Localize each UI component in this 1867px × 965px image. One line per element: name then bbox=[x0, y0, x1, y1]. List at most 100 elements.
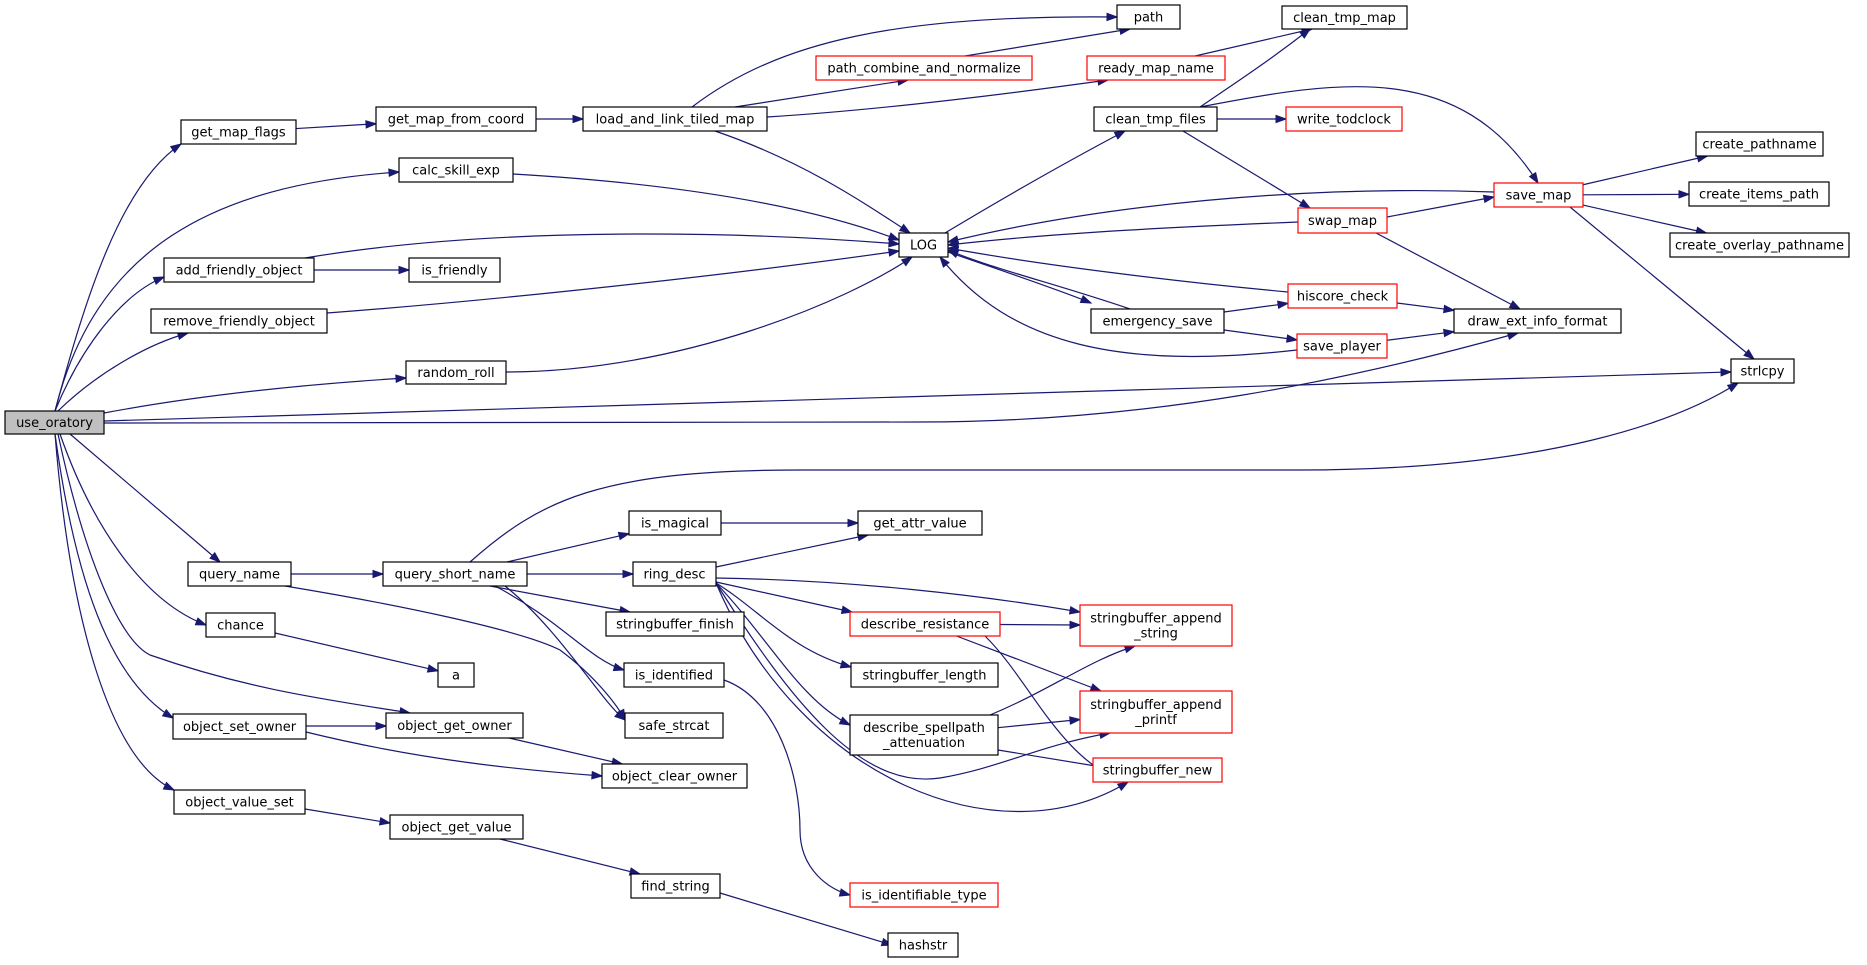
node-box bbox=[1285, 106, 1403, 132]
node-label: calc_skill_exp bbox=[412, 164, 500, 179]
edge-arrowhead bbox=[839, 660, 853, 669]
node-stringbuffer_length[interactable]: stringbuffer_length bbox=[850, 662, 999, 688]
node-stringbuffer_finish[interactable]: stringbuffer_finish bbox=[605, 611, 745, 637]
node-a[interactable]: a bbox=[437, 662, 475, 688]
node-box bbox=[4, 410, 105, 435]
node-label: query_short_name bbox=[395, 568, 516, 583]
node-LOG[interactable]: LOG bbox=[898, 232, 949, 258]
node-label: emergency_save bbox=[1102, 315, 1212, 330]
edge-clean_tmp_files-to-write_todclock bbox=[1217, 114, 1288, 124]
edge-line bbox=[715, 581, 853, 613]
node-label: get_attr_value bbox=[873, 517, 966, 532]
node-random_roll[interactable]: random_roll bbox=[405, 360, 507, 385]
node-calc_skill_exp[interactable]: calc_skill_exp bbox=[398, 157, 514, 183]
node-describe_resistance[interactable]: describe_resistance bbox=[849, 611, 1001, 637]
edge-arrowhead bbox=[622, 569, 635, 579]
node-query_name[interactable]: query_name bbox=[187, 561, 292, 587]
node-save_player[interactable]: save_player bbox=[1296, 333, 1388, 359]
node-label: object_value_set bbox=[185, 796, 293, 811]
node-load_and_link_tiled_map[interactable]: load_and_link_tiled_map bbox=[582, 106, 768, 132]
node-label: object_clear_owner bbox=[612, 770, 738, 785]
node-label: hashstr bbox=[899, 939, 948, 954]
node-get_map_from_coord[interactable]: get_map_from_coord bbox=[375, 106, 537, 132]
node-is_identified[interactable]: is_identified bbox=[623, 662, 725, 688]
edge-line bbox=[103, 377, 407, 414]
node-use_oratory[interactable]: use_oratory bbox=[4, 410, 105, 435]
node-swap_map[interactable]: swap_map bbox=[1297, 207, 1388, 234]
node-create_overlay_pathname[interactable]: create_overlay_pathname bbox=[1669, 232, 1850, 258]
edge-use_oratory-to-get_map_flags bbox=[54, 143, 183, 412]
node-stringbuffer_append_string[interactable]: stringbuffer_append_string bbox=[1079, 604, 1233, 647]
edge-arrowhead bbox=[838, 716, 852, 726]
node-object_get_owner[interactable]: object_get_owner bbox=[385, 712, 524, 739]
node-label: create_overlay_pathname bbox=[1675, 239, 1844, 254]
node-ready_map_name[interactable]: ready_map_name bbox=[1086, 55, 1226, 81]
edge-ring_desc-to-stringbuffer_append_string bbox=[715, 577, 1082, 615]
node-remove_friendly_object[interactable]: remove_friendly_object bbox=[150, 308, 328, 334]
node-object_set_owner[interactable]: object_set_owner bbox=[172, 713, 307, 740]
node-draw_ext_info_format[interactable]: draw_ext_info_format bbox=[1453, 308, 1622, 334]
node-is_identifiable_type[interactable]: is_identifiable_type bbox=[849, 882, 999, 908]
edge-query_name-to-safe_strcat bbox=[284, 585, 626, 722]
node-object_get_value[interactable]: object_get_value bbox=[389, 814, 524, 840]
node-box bbox=[1493, 182, 1584, 208]
node-strlcpy[interactable]: strlcpy bbox=[1730, 358, 1795, 384]
edge-use_oratory-to-calc_skill_exp bbox=[54, 168, 401, 412]
node-path[interactable]: path bbox=[1116, 4, 1181, 30]
edge-arrowhead bbox=[1299, 28, 1312, 39]
node-describe_spellpath_attenuation[interactable]: describe_spellpath_attenuation bbox=[849, 714, 999, 756]
node-is_friendly[interactable]: is_friendly bbox=[408, 257, 501, 283]
node-emergency_save[interactable]: emergency_save bbox=[1090, 308, 1225, 334]
node-object_value_set[interactable]: object_value_set bbox=[173, 789, 306, 815]
edge-line bbox=[947, 190, 1495, 243]
node-stringbuffer_append_printf[interactable]: stringbuffer_append_printf bbox=[1079, 690, 1233, 734]
edge-line bbox=[304, 808, 391, 824]
node-box bbox=[628, 510, 722, 536]
edge-line bbox=[1199, 86, 1539, 184]
node-box bbox=[405, 360, 507, 385]
edge-arrowhead bbox=[1106, 12, 1119, 22]
node-add_friendly_object[interactable]: add_friendly_object bbox=[163, 257, 315, 283]
node-safe_strcat[interactable]: safe_strcat bbox=[624, 712, 724, 739]
node-stringbuffer_new[interactable]: stringbuffer_new bbox=[1092, 757, 1223, 783]
edge-line bbox=[284, 585, 626, 721]
node-create_pathname[interactable]: create_pathname bbox=[1695, 131, 1824, 157]
node-get_map_flags[interactable]: get_map_flags bbox=[180, 119, 297, 145]
node-save_map[interactable]: save_map bbox=[1493, 182, 1584, 208]
node-hiscore_check[interactable]: hiscore_check bbox=[1287, 283, 1398, 309]
edge-arrowhead bbox=[900, 256, 914, 267]
edge-query_short_name-to-ring_desc bbox=[527, 569, 635, 579]
edge-line bbox=[691, 16, 1118, 108]
edge-arrowhead bbox=[388, 168, 401, 178]
edge-arrowhead bbox=[1079, 294, 1093, 304]
edge-load_and_link_tiled_map-to-path bbox=[691, 12, 1119, 108]
node-find_string[interactable]: find_string bbox=[630, 873, 721, 899]
edge-arrowhead bbox=[1116, 781, 1130, 792]
edge-ring_desc-to-describe_resistance bbox=[715, 581, 854, 614]
edge-arrowhead bbox=[398, 265, 411, 275]
node-box bbox=[850, 662, 999, 688]
node-create_items_path[interactable]: create_items_path bbox=[1688, 181, 1830, 207]
edge-line bbox=[715, 582, 1129, 813]
node-get_attr_value[interactable]: get_attr_value bbox=[857, 510, 983, 536]
node-path_combine_and_normalize[interactable]: path_combine_and_normalize bbox=[815, 55, 1033, 81]
node-clean_tmp_map[interactable]: clean_tmp_map bbox=[1281, 5, 1408, 30]
node-query_short_name[interactable]: query_short_name bbox=[382, 561, 528, 587]
edge-arrowhead bbox=[378, 817, 392, 826]
node-layer: use_oratoryget_map_flagscalc_skill_expad… bbox=[4, 4, 1850, 958]
node-hashstr[interactable]: hashstr bbox=[887, 932, 959, 958]
edge-path_combine_and_normalize-to-path bbox=[964, 26, 1132, 57]
node-chance[interactable]: chance bbox=[205, 612, 276, 638]
edge-line bbox=[1582, 204, 1707, 234]
edge-arrowhead bbox=[887, 232, 901, 241]
node-write_todclock[interactable]: write_todclock bbox=[1285, 106, 1403, 132]
edge-hiscore_check-to-draw_ext_info_format bbox=[1396, 302, 1456, 314]
node-box bbox=[385, 712, 524, 739]
edge-line bbox=[715, 577, 1081, 613]
node-label: _string bbox=[1133, 627, 1178, 642]
node-label: query_name bbox=[199, 568, 280, 583]
node-object_clear_owner[interactable]: object_clear_owner bbox=[601, 763, 748, 789]
node-clean_tmp_files[interactable]: clean_tmp_files bbox=[1093, 106, 1218, 132]
node-is_magical[interactable]: is_magical bbox=[628, 510, 722, 536]
node-ring_desc[interactable]: ring_desc bbox=[632, 561, 717, 587]
